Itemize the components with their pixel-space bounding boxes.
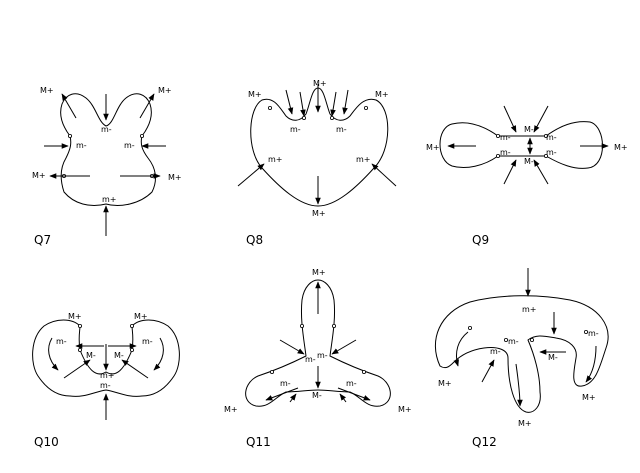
q12-label-5: m- — [490, 347, 501, 356]
q8-label-6: m+ — [268, 155, 283, 164]
q7-label-4: m- — [76, 141, 87, 150]
q7-label-5: m- — [124, 141, 135, 150]
q10-label-1: M+ — [68, 312, 82, 321]
q10-label-4: m- — [142, 337, 153, 346]
diagram-q10: M+ M+ m- m- M- M- m+ m- Q10 — [32, 312, 180, 449]
q9-curve — [439, 121, 603, 169]
q11-label-3: m- — [317, 351, 328, 360]
q7-label-7: M+ — [168, 173, 182, 182]
q12-label-6: M+ — [438, 379, 452, 388]
q12-label-7: M+ — [582, 393, 596, 402]
q9-label-1: M+ — [426, 143, 440, 152]
q11-caption: Q11 — [246, 435, 271, 449]
q11-label-4: m- — [280, 379, 291, 388]
q11-label-1: M+ — [312, 268, 326, 277]
q12-label-2: m- — [508, 337, 519, 346]
q11-label-7: M+ — [224, 405, 238, 414]
q8-curve — [250, 87, 389, 207]
diagram-q9: M+ M+ M- M- m- m- m- m- Q9 — [426, 105, 628, 247]
q9-label-5: m- — [500, 133, 511, 142]
q7-label-3: m- — [101, 125, 112, 134]
diagram-q12: m+ m- m- M- m- M+ M+ M+ Q12 — [435, 268, 609, 449]
q8-label-5: m- — [336, 125, 347, 134]
diagram-q11: M+ m- m- m- m- M- M+ M+ Q11 — [224, 268, 412, 449]
q11-label-5: m- — [346, 379, 357, 388]
q12-caption: Q12 — [472, 435, 497, 449]
q9-label-2: M+ — [614, 143, 628, 152]
q12-label-4: M- — [548, 353, 558, 362]
q11-label-6: M- — [312, 391, 322, 400]
q8-label-1: M+ — [248, 90, 262, 99]
q8-label-2: M+ — [313, 79, 327, 88]
q9-label-6: m- — [546, 133, 557, 142]
q11-label-8: M+ — [398, 405, 412, 414]
q10-label-6: M- — [114, 351, 124, 360]
q7-curve — [60, 93, 156, 206]
q7-label-8: m+ — [102, 195, 117, 204]
q7-label-2: M+ — [158, 86, 172, 95]
q12-label-3: m- — [588, 329, 599, 338]
q9-label-3: M- — [524, 125, 534, 134]
q10-label-3: m- — [56, 337, 67, 346]
q7-caption: Q7 — [34, 233, 51, 247]
q10-label-7: m+ — [100, 371, 115, 380]
q10-caption: Q10 — [34, 435, 59, 449]
q12-curve — [435, 295, 609, 413]
q10-label-5: M- — [86, 351, 96, 360]
q9-label-8: m- — [546, 148, 557, 157]
q9-caption: Q9 — [472, 233, 489, 247]
q9-label-4: M- — [524, 157, 534, 166]
q10-label-2: M+ — [134, 312, 148, 321]
q11-label-2: m- — [305, 355, 316, 364]
q7-label-6: M+ — [32, 171, 46, 180]
q8-label-3: M+ — [375, 90, 389, 99]
q9-label-7: m- — [500, 148, 511, 157]
diagram-q8: M+ M+ M+ m- m- m+ m+ M+ Q8 — [237, 79, 397, 247]
q7-label-1: M+ — [40, 86, 54, 95]
diagram-q7: M+ M+ m- m- m- M+ M+ m+ Q7 — [32, 86, 182, 247]
q8-caption: Q8 — [246, 233, 263, 247]
q12-label-1: m+ — [522, 305, 537, 314]
q11-curve — [245, 279, 391, 407]
q8-label-8: M+ — [312, 209, 326, 218]
q8-label-4: m- — [290, 125, 301, 134]
q10-label-8: m- — [100, 381, 111, 390]
q12-label-8: M+ — [518, 419, 532, 428]
q8-label-7: m+ — [356, 155, 371, 164]
